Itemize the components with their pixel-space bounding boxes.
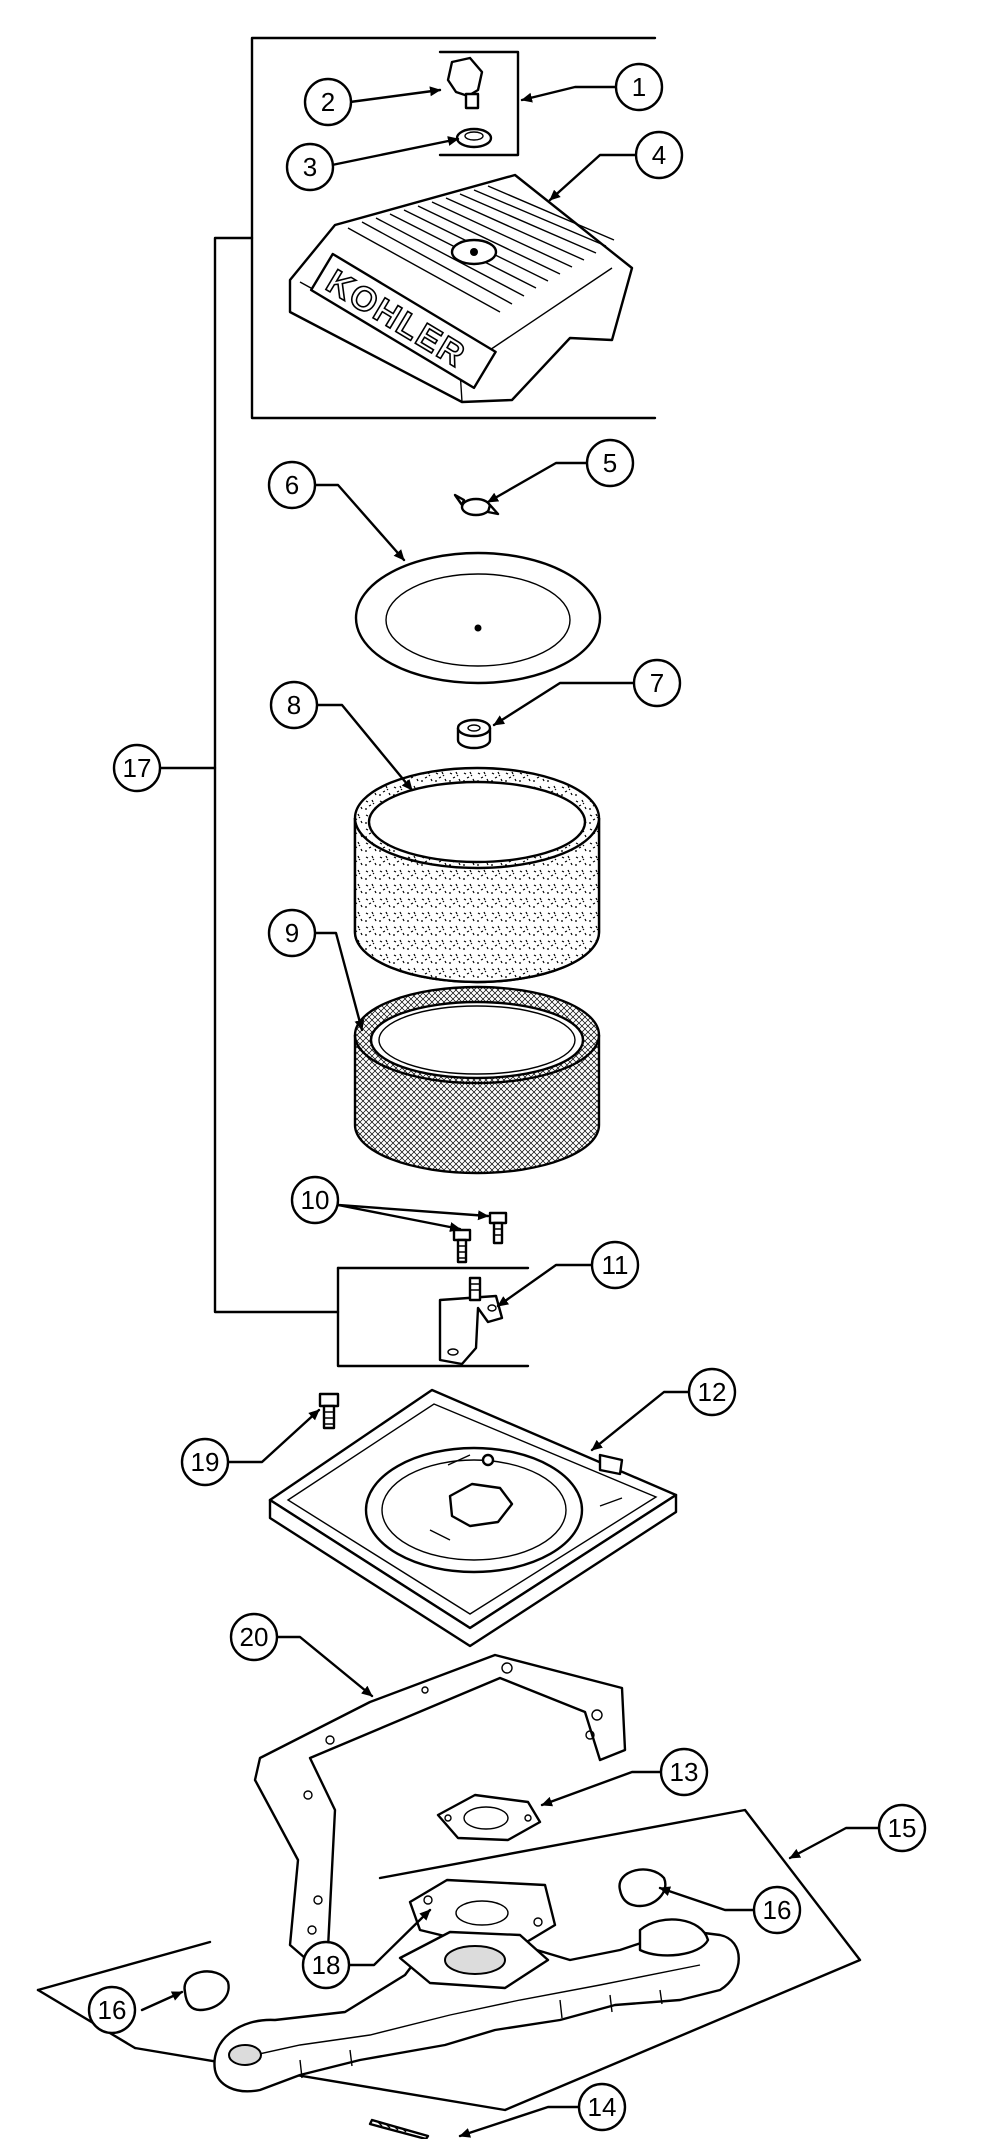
callout-1: 1 — [614, 62, 664, 112]
svg-text:6: 6 — [285, 470, 299, 500]
wing-nut — [453, 493, 500, 517]
svg-text:14: 14 — [588, 2092, 617, 2122]
svg-text:9: 9 — [285, 918, 299, 948]
svg-text:10: 10 — [301, 1185, 330, 1215]
air-cleaner-base — [268, 1388, 678, 1648]
callout-16-right: 16 — [752, 1885, 802, 1935]
spacer-bushing — [456, 718, 492, 750]
svg-text:19: 19 — [191, 1447, 220, 1477]
svg-text:3: 3 — [303, 152, 317, 182]
stud — [368, 2118, 430, 2139]
svg-text:1: 1 — [632, 72, 646, 102]
svg-text:2: 2 — [321, 87, 335, 117]
mounting-screws — [452, 1211, 508, 1264]
air-filter-element — [353, 985, 601, 1175]
callout-7: 7 — [632, 658, 682, 708]
seal-washer — [455, 127, 493, 149]
callout-4: 4 — [634, 130, 684, 180]
svg-text:16: 16 — [763, 1895, 792, 1925]
precleaner — [353, 766, 601, 984]
svg-text:15: 15 — [888, 1813, 917, 1843]
leader-lines — [140, 85, 882, 2138]
svg-text:12: 12 — [698, 1377, 727, 1407]
svg-text:5: 5 — [603, 448, 617, 478]
callout-9: 9 — [267, 908, 317, 958]
callout-2: 2 — [303, 77, 353, 127]
air-cleaner-cover: KOHLER — [288, 173, 634, 404]
svg-text:13: 13 — [670, 1757, 699, 1787]
callout-3: 3 — [285, 142, 335, 192]
gasket — [436, 1793, 542, 1842]
intake-manifold — [213, 1918, 740, 2093]
support-bracket — [253, 1653, 627, 1960]
callout-11: 11 — [590, 1240, 640, 1290]
screw-left — [452, 1228, 472, 1264]
callout-16-left: 16 — [87, 1985, 137, 2035]
svg-text:16: 16 — [98, 1995, 127, 2025]
callout-20: 20 — [229, 1612, 279, 1662]
base-bolt — [318, 1392, 340, 1430]
callout-19: 19 — [180, 1437, 230, 1487]
svg-text:4: 4 — [652, 140, 666, 170]
callout-17: 17 — [112, 743, 162, 793]
mounting-bracket — [438, 1276, 504, 1366]
callout-13: 13 — [659, 1747, 709, 1797]
callout-10: 10 — [290, 1175, 340, 1225]
callout-15: 15 — [877, 1803, 927, 1853]
svg-text:11: 11 — [602, 1250, 629, 1280]
callout-14: 14 — [577, 2082, 627, 2132]
callout-12: 12 — [687, 1367, 737, 1417]
element-cover-plate — [354, 551, 602, 685]
callout-5: 5 — [585, 438, 635, 488]
knob-subassembly-bracket — [438, 50, 520, 157]
assembly-bracket-17 — [158, 36, 657, 1368]
plug-left — [183, 1970, 230, 2012]
plug-right — [618, 1868, 667, 1908]
callout-18: 18 — [301, 1940, 351, 1990]
svg-text:17: 17 — [123, 753, 152, 783]
svg-text:20: 20 — [240, 1622, 269, 1652]
callout-8: 8 — [269, 680, 319, 730]
svg-text:18: 18 — [312, 1950, 341, 1980]
svg-text:8: 8 — [287, 690, 301, 720]
svg-text:7: 7 — [650, 668, 664, 698]
screw-right — [488, 1211, 508, 1245]
callout-6: 6 — [267, 460, 317, 510]
intake-kit-outline — [36, 1808, 862, 2112]
cover-knob — [446, 56, 484, 110]
